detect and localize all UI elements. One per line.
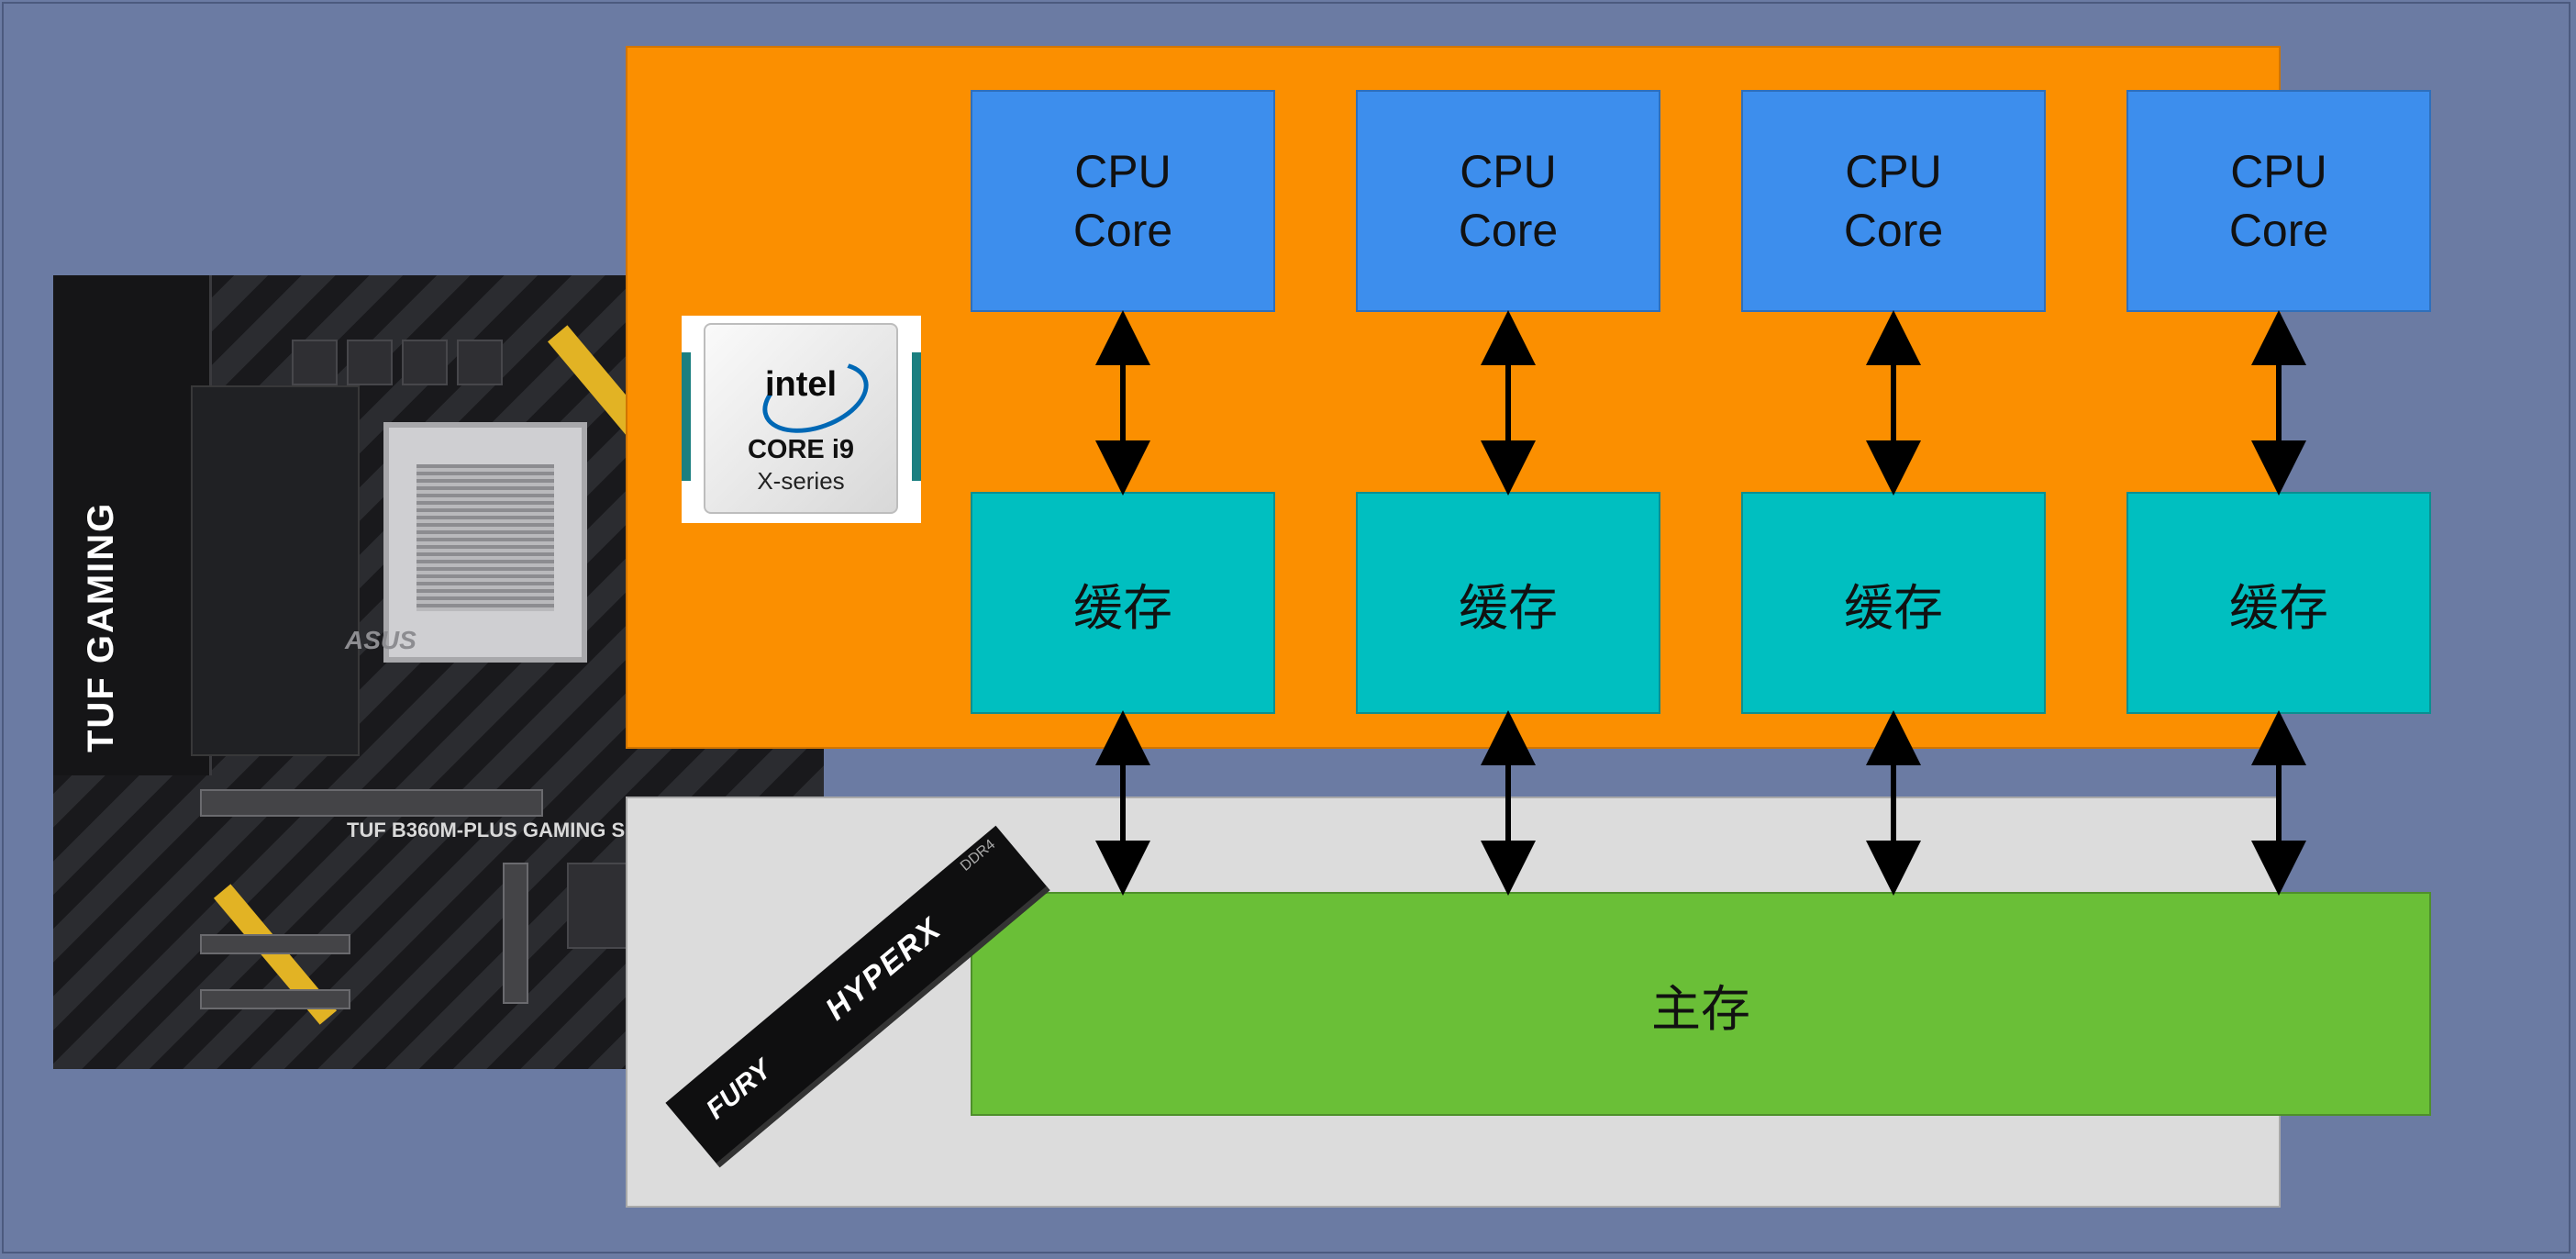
ram-brand: FURY <box>700 1053 778 1126</box>
motherboard-pcie-slot <box>200 989 350 1009</box>
motherboard-pcie-slot <box>200 789 543 817</box>
motherboard-chip <box>292 340 338 385</box>
motherboard-model-label: TUF B360M-PLUS GAMING S <box>347 819 626 841</box>
cpu-core-2: CPU Core <box>1356 90 1660 312</box>
cache-label: 缓存 <box>1459 580 1558 636</box>
motherboard-brand-label: TUF GAMING <box>81 501 121 752</box>
cpu-core-label-line2: Core <box>2228 205 2329 256</box>
cache-2: 缓存 <box>1356 492 1660 714</box>
cache-3: 缓存 <box>1741 492 2046 714</box>
main-memory: 主存 <box>971 892 2431 1116</box>
cache-4: 缓存 <box>2126 492 2431 714</box>
motherboard-chip <box>402 340 448 385</box>
cpu-core-label-line1: CPU <box>1074 146 1171 197</box>
cpu-core-3: CPU Core <box>1741 90 2046 312</box>
intel-cpu-image: intel CORE i9 X-series <box>682 316 921 523</box>
motherboard-socket-pins <box>416 464 554 611</box>
cpu-core-label-line2: Core <box>1072 205 1173 256</box>
cpu-heatspreader: intel CORE i9 X-series <box>704 323 898 514</box>
cpu-core-label-line2: Core <box>1458 205 1559 256</box>
motherboard-cpu-socket <box>383 422 587 663</box>
cpu-core-label-line1: CPU <box>1460 146 1557 197</box>
cache-1: 缓存 <box>971 492 1275 714</box>
motherboard-chip <box>347 340 393 385</box>
intel-brand: intel <box>764 365 838 404</box>
cpu-edge <box>912 352 921 481</box>
cpu-core-1: CPU Core <box>971 90 1275 312</box>
cache-label: 缓存 <box>2229 580 2328 636</box>
motherboard-maker-label: ASUS <box>345 626 416 654</box>
motherboard-m2-slot <box>503 863 528 1004</box>
cpu-core-label-line1: CPU <box>2230 146 2327 197</box>
main-memory-label: 主存 <box>1651 981 1750 1037</box>
motherboard-vrm-heatsink <box>191 385 360 756</box>
motherboard-heatsink <box>53 275 212 775</box>
cache-label: 缓存 <box>1073 580 1172 636</box>
cache-label: 缓存 <box>1844 580 1943 636</box>
motherboard-chip <box>457 340 503 385</box>
cpu-core-label-line1: CPU <box>1845 146 1942 197</box>
cpu-core-label-line2: Core <box>1843 205 1944 256</box>
motherboard-pcie-slot <box>200 934 350 954</box>
intel-series: X-series <box>757 467 845 495</box>
cpu-edge <box>682 352 691 481</box>
intel-model: CORE i9 <box>747 435 855 464</box>
cpu-core-4: CPU Core <box>2126 90 2431 312</box>
